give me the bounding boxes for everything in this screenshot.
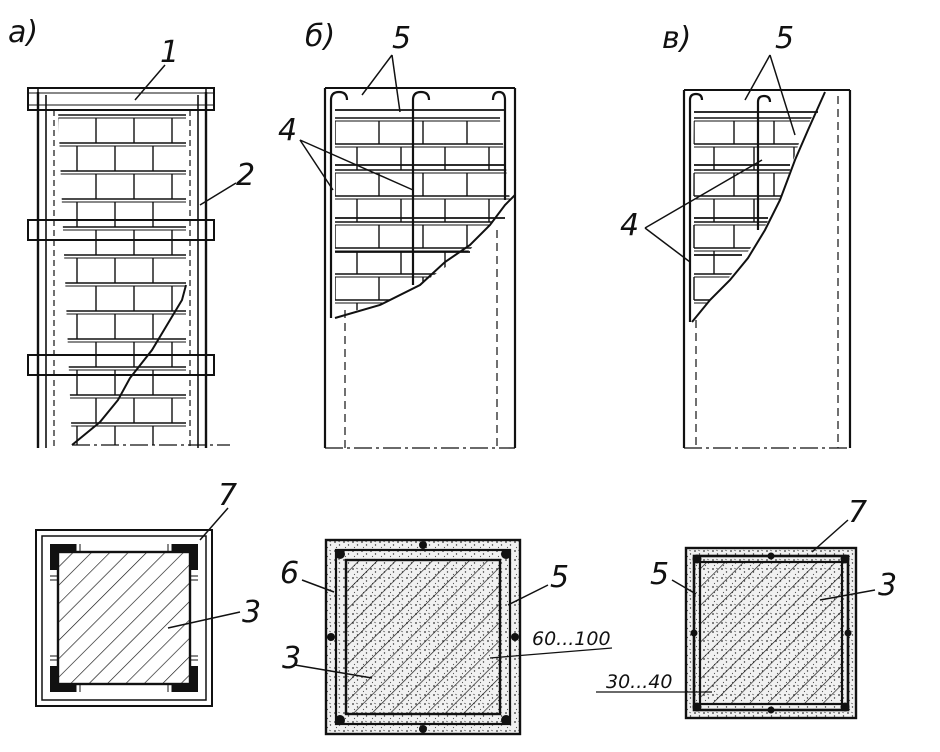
elevation-b: б) 5 4 bbox=[278, 19, 517, 449]
bar-left-c bbox=[688, 92, 704, 322]
masonry-core-b bbox=[344, 558, 502, 716]
callout-5-c: 5 bbox=[775, 21, 794, 56]
leader-5b-1 bbox=[361, 54, 393, 96]
masonry-core-c bbox=[698, 560, 844, 706]
elevation-a: а) bbox=[8, 15, 255, 448]
bar-mid-b bbox=[411, 90, 431, 285]
variant-c-label: в) bbox=[662, 21, 691, 56]
hoops-c bbox=[694, 111, 818, 256]
leader-4b-2 bbox=[299, 139, 414, 191]
bar-left-b bbox=[329, 90, 349, 318]
dim-cover-c: 30...40 bbox=[606, 671, 672, 693]
corner-welds-a bbox=[50, 544, 198, 692]
break-line-b bbox=[334, 194, 516, 319]
callout-3-a: 3 bbox=[242, 595, 261, 630]
callout-5-sec-c: 5 bbox=[650, 557, 669, 592]
callout-3-b: 3 bbox=[282, 641, 301, 676]
break-line-a bbox=[71, 284, 187, 446]
brick-masonry-b bbox=[335, 117, 510, 315]
rebar-dots-b bbox=[327, 541, 519, 733]
brick-masonry-a bbox=[58, 114, 186, 445]
section-b: 6 5 3 60...100 bbox=[280, 538, 613, 736]
longitudinal-bars-b bbox=[329, 90, 507, 318]
leader-4c-2 bbox=[644, 227, 691, 263]
leader-3-c bbox=[819, 589, 876, 601]
callout-4-b: 4 bbox=[278, 113, 297, 148]
leader-4b-1 bbox=[299, 139, 334, 191]
callout-7-c: 7 bbox=[848, 495, 867, 530]
callout-3-c: 3 bbox=[878, 568, 897, 603]
leader-7-c bbox=[811, 519, 849, 553]
section-a: 7 3 bbox=[35, 478, 261, 707]
variant-b-label: б) bbox=[305, 19, 335, 54]
callout-5-b: 5 bbox=[392, 21, 411, 56]
bar-mid-c bbox=[756, 94, 772, 230]
hoops-b bbox=[335, 109, 505, 253]
steel-strip-top bbox=[27, 87, 215, 111]
leader-1 bbox=[134, 64, 166, 101]
longitudinal-bars-c bbox=[688, 92, 772, 322]
leader-5b-2 bbox=[391, 54, 401, 113]
dim-line-b bbox=[489, 647, 613, 659]
steel-strip-middle bbox=[27, 219, 215, 241]
break-line-c bbox=[691, 91, 826, 323]
leader-5c-2 bbox=[769, 54, 796, 136]
bar-right-b bbox=[491, 90, 507, 200]
masonry-core-a bbox=[56, 550, 192, 686]
leader-7-a bbox=[199, 507, 229, 541]
leader-6-b bbox=[301, 579, 335, 593]
callout-7-a: 7 bbox=[218, 478, 237, 513]
variant-a-label: а) bbox=[8, 15, 38, 50]
callout-6-b: 6 bbox=[280, 556, 299, 591]
leader-3-b bbox=[294, 664, 373, 679]
rebar-dots-c bbox=[690, 552, 852, 714]
corner-angles-a bbox=[50, 544, 198, 692]
strip-inner-a bbox=[41, 535, 207, 701]
steel-strip-bottom bbox=[27, 354, 215, 376]
callout-2: 2 bbox=[236, 158, 255, 193]
dim-cover-b: 60...100 bbox=[532, 628, 611, 650]
leader-2 bbox=[199, 182, 237, 206]
leader-3-a bbox=[167, 611, 241, 629]
callout-1: 1 bbox=[160, 35, 179, 70]
leader-4c-1 bbox=[644, 159, 763, 229]
leader-5-c bbox=[671, 579, 697, 595]
leader-5c-1 bbox=[744, 54, 771, 101]
callout-4-c: 4 bbox=[620, 208, 639, 243]
callout-5-sec-b: 5 bbox=[550, 560, 569, 595]
leader-5-b bbox=[507, 584, 549, 606]
section-c: 7 5 3 30...40 bbox=[596, 495, 897, 720]
hoop-outline-b bbox=[334, 548, 512, 726]
elevation-c: в) 5 4 bbox=[620, 21, 852, 449]
